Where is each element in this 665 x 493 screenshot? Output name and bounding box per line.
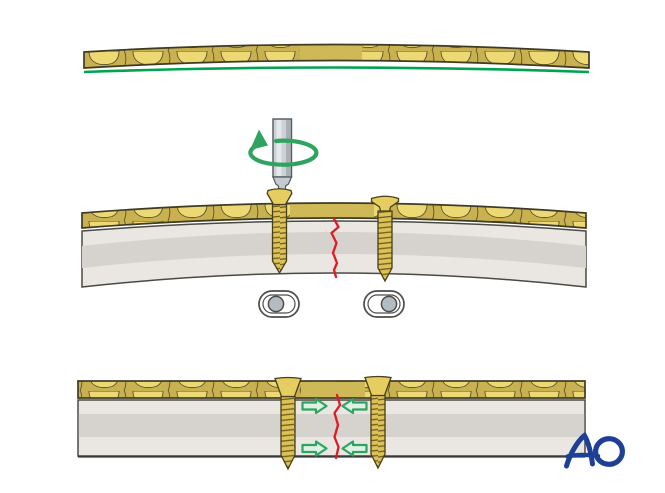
compression-arrow-bottom-right — [341, 440, 368, 457]
compression-panel — [77, 375, 586, 471]
compression-arrow-top-right — [341, 397, 368, 415]
cortical-band-outline — [77, 380, 586, 399]
screw-head — [370, 195, 400, 212]
cortical-band-plain-segment — [301, 382, 365, 397]
screw-threads — [370, 394, 386, 470]
cortical-band-plain-segment — [290, 203, 374, 224]
top-bone-strip-panel — [83, 43, 590, 74]
lag-screw-left — [274, 376, 302, 471]
compression-arrow-bottom-left — [301, 440, 328, 457]
exit-hole-right — [363, 290, 405, 318]
compression-arrows — [301, 397, 368, 457]
screwdriver-highlight — [276, 120, 282, 176]
green-underlay-line — [83, 66, 590, 74]
screw-threads — [280, 395, 296, 471]
ao-logo-letter-o — [593, 436, 625, 467]
screw-tip-cross-section — [267, 295, 285, 313]
lag-screw-left — [266, 188, 293, 275]
exit-hole-left — [258, 290, 300, 318]
cortical-strip-plain-segment — [300, 44, 362, 68]
screw-threads — [271, 203, 288, 275]
screwdriver — [272, 118, 293, 191]
ao-logo: AO — [564, 431, 625, 469]
lag-screw-right — [370, 195, 400, 283]
screw-tip-cross-section — [380, 295, 398, 313]
rotation-arrow-icon — [248, 129, 319, 167]
screw-threads — [377, 210, 393, 283]
fracture-line — [333, 393, 342, 460]
screwdriver-tip — [272, 176, 293, 191]
diploe-band — [78, 414, 585, 437]
fracture-line — [330, 217, 340, 279]
screwdriver-shade — [286, 120, 291, 176]
cortical-strip-outline — [83, 43, 590, 69]
screw-head — [266, 188, 293, 206]
compression-arrow-top-left — [301, 397, 328, 415]
screw-head — [274, 376, 302, 398]
screw-head — [364, 375, 392, 397]
screw-insertion-panel — [81, 118, 587, 318]
cortical-band-outline — [81, 202, 587, 229]
lag-screw-right — [364, 375, 392, 470]
